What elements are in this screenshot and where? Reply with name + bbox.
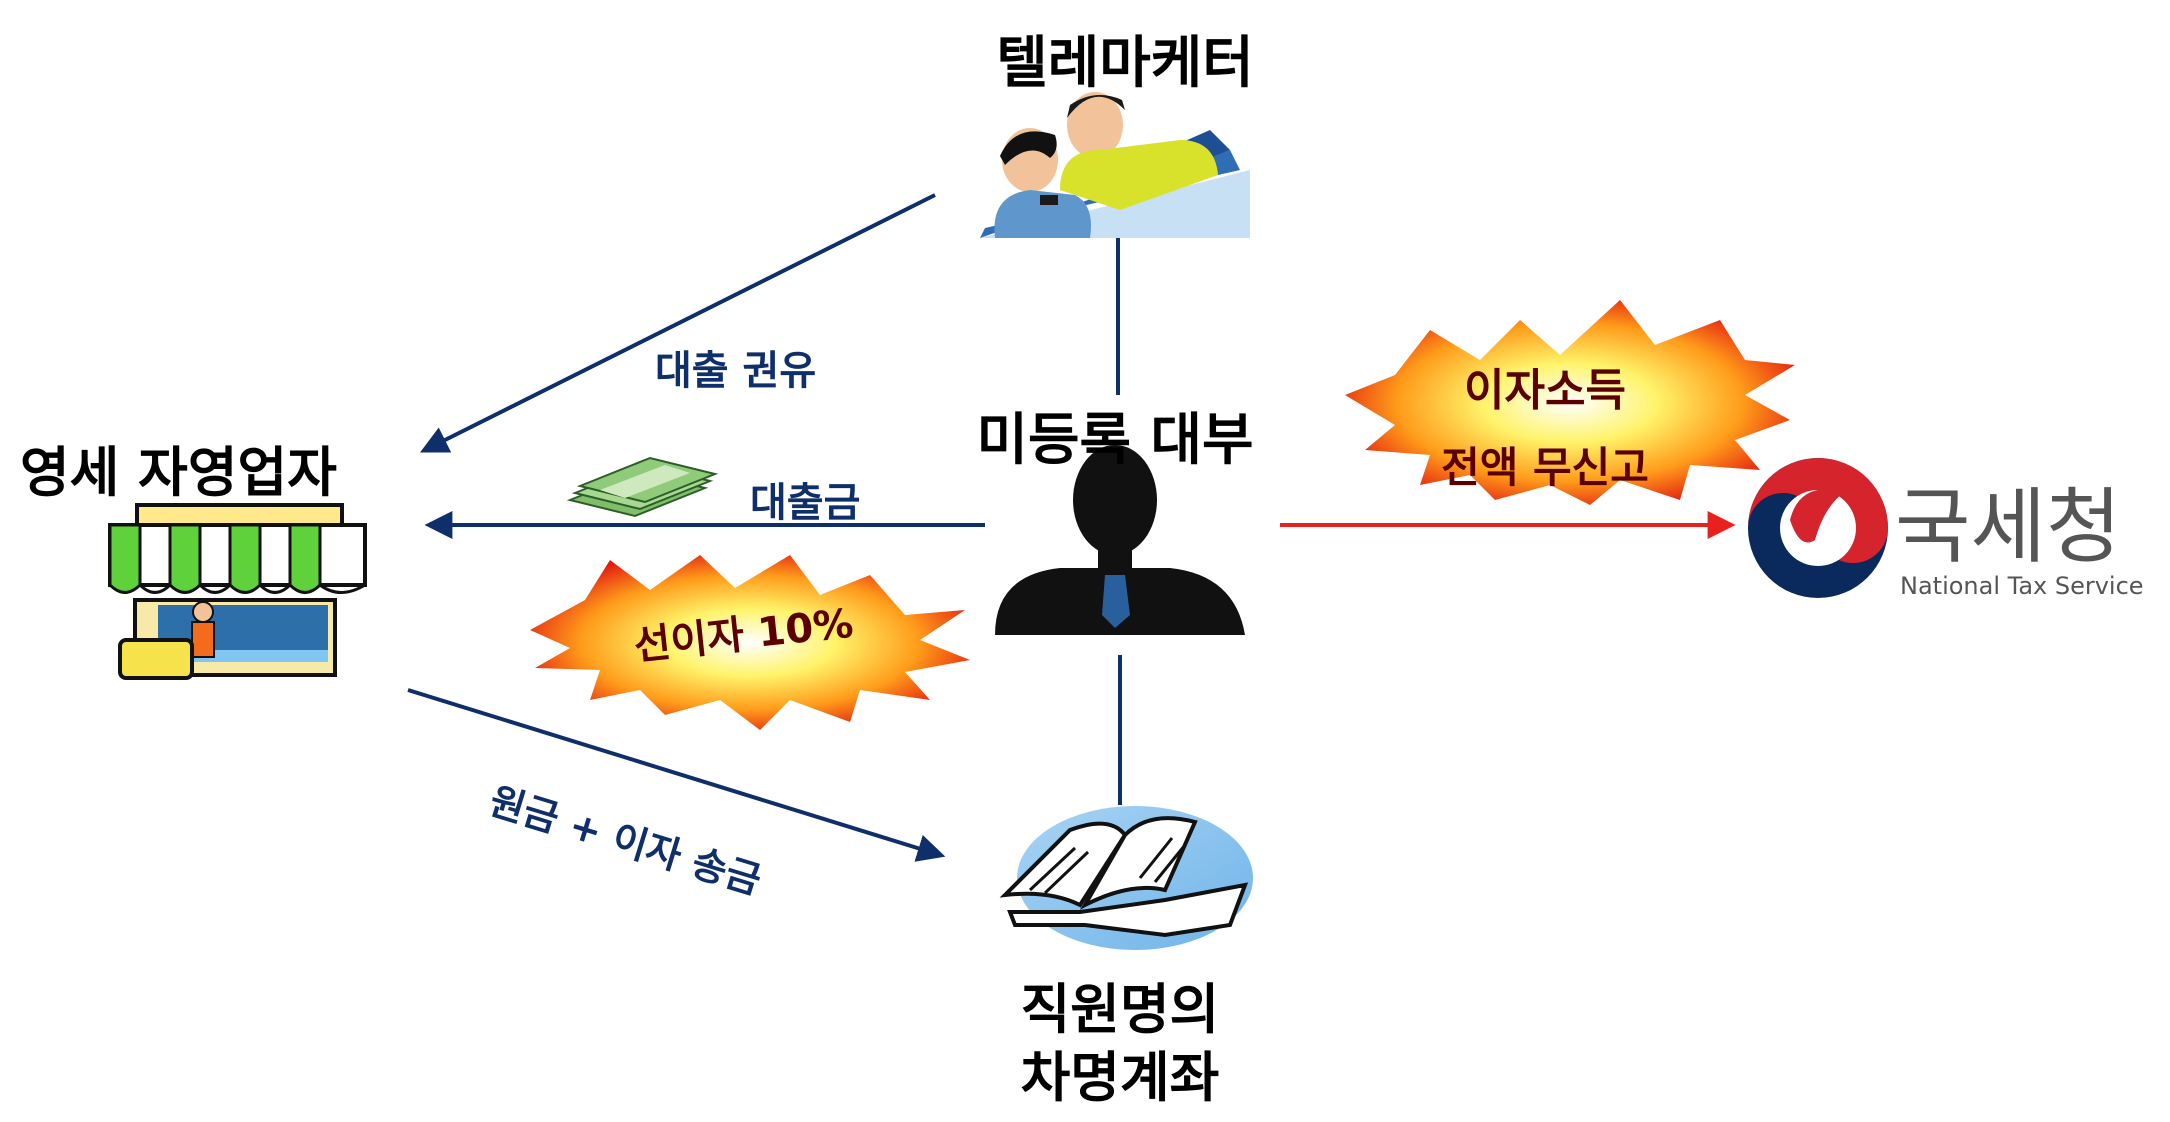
small-business-label: 영세 자영업자 bbox=[20, 441, 337, 504]
cash-bundle-icon bbox=[566, 456, 719, 518]
account-label-line2: 차명계좌 bbox=[1020, 1046, 1220, 1109]
nts-name-en: National Tax Service bbox=[1900, 572, 2144, 600]
nts-name-ko: 국세청 bbox=[1895, 480, 2122, 575]
prepaid-interest-burst: 선이자 10% bbox=[530, 555, 970, 730]
unregistered-lender-label: 미등록 대부 bbox=[976, 408, 1254, 473]
telemarketer-icon bbox=[980, 92, 1250, 238]
unreported-income-line1: 이자소득 bbox=[1464, 365, 1626, 416]
unreported-income-line2: 전액 무신고 bbox=[1441, 443, 1649, 492]
silhouette-person-icon bbox=[995, 445, 1245, 635]
shop-awning-icon bbox=[108, 503, 367, 680]
loan-money-label: 대출금 bbox=[750, 480, 861, 526]
unreported-income-burst: 이자소득 전액 무신고 bbox=[1345, 300, 1795, 505]
open-book-icon bbox=[999, 806, 1253, 950]
telemarketer-to-business-arrow bbox=[419, 193, 936, 453]
telemarketer-label: 텔레마케터 bbox=[996, 31, 1254, 96]
nts-taegeuk-logo bbox=[1748, 458, 1888, 598]
account-label-line1: 직원명의 bbox=[1020, 978, 1220, 1041]
loan-solicitation-label: 대출 권유 bbox=[655, 348, 817, 394]
repayment-arrow bbox=[407, 688, 946, 862]
